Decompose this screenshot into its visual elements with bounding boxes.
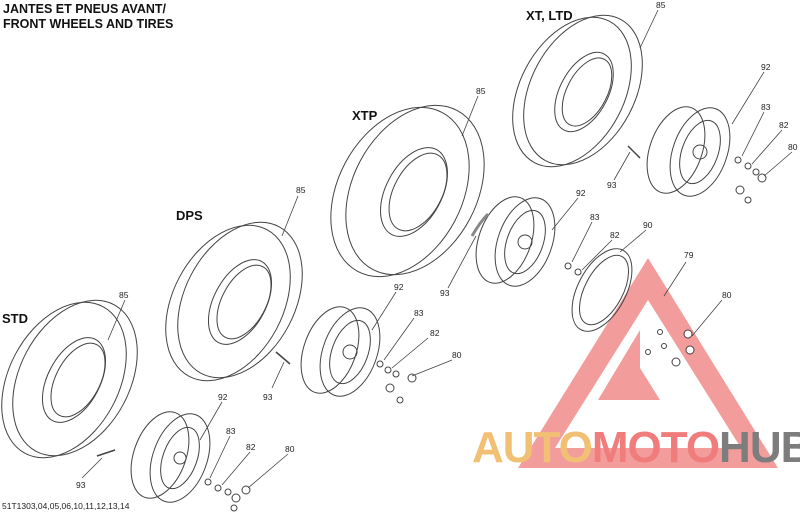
xtp-label-83: 83 [590,212,600,222]
xt-ltd-hardware [734,156,767,204]
xt-ltd-label-80: 80 [788,142,798,152]
title-line-fr: JANTES ET PNEUS AVANT/ [3,2,166,16]
xtp-label-79: 79 [684,250,694,260]
xtp-leader-lines [447,95,723,337]
xt-ltd-valve [627,145,641,159]
dps-tire [165,221,303,382]
xtp-labels: 85 92 83 82 90 79 80 93 [440,86,732,300]
std-label-93: 93 [76,480,86,490]
variant-dps: DPS [176,208,203,223]
variant-xt-ltd: XT, LTD [526,8,573,23]
std-label-80: 80 [285,444,295,454]
std-tire [1,299,138,459]
xt-ltd-leader-lines [613,9,793,181]
watermark-hub: HUB [719,423,800,472]
xtp-beadlock-ring [571,248,633,332]
dps-valve [275,351,291,365]
xtp-label-90: 90 [643,220,653,230]
diagram-title: JANTES ET PNEUS AVANT/ FRONT WHEELS AND … [3,2,173,32]
std-label-83: 83 [226,426,236,436]
watermark-auto: AUTO [472,423,593,472]
xtp-label-82: 82 [610,230,620,240]
std-rim [130,411,211,503]
variant-xtp: XTP [352,108,378,123]
std-hardware [204,478,251,512]
dps-label-85: 85 [296,185,306,195]
xtp-label-85: 85 [476,86,486,96]
xtp-hardware [564,262,695,367]
xt-ltd-label-82: 82 [779,120,789,130]
std-valve [96,449,116,457]
xtp-valve [470,212,490,237]
dps-rim [300,306,381,397]
xt-ltd-labels: 85 92 83 82 80 93 [607,0,798,190]
dps-labels: 85 92 83 82 80 93 [263,185,462,402]
std-labels: 85 92 83 82 80 93 [76,290,295,490]
xt-ltd-label-93: 93 [607,180,617,190]
std-label-82: 82 [246,442,256,452]
std-label-92: 92 [218,392,228,402]
dps-label-92: 92 [394,282,404,292]
xtp-label-92: 92 [576,188,586,198]
dps-label-82: 82 [430,328,440,338]
std-leader-lines [81,299,289,489]
drawing-reference: 51T1303,04,05,06,10,11,12,13,14 [2,501,130,511]
std-label-85: 85 [119,290,129,300]
xtp-label-80: 80 [722,290,732,300]
title-line-en: FRONT WHEELS AND TIRES [3,17,174,31]
xtp-label-93: 93 [440,288,450,298]
xtp-tire [330,104,485,278]
dps-label-83: 83 [414,308,424,318]
dps-label-80: 80 [452,350,462,360]
watermark-triangle [518,258,778,468]
dps-hardware [376,360,417,404]
xt-ltd-label-85: 85 [656,0,666,10]
xt-ltd-rim [646,106,731,197]
watermark-logo: AUTOMOTOHUB [472,426,800,470]
dps-label-93: 93 [263,392,273,402]
variant-std: STD [2,311,28,326]
xt-ltd-tire [512,14,643,168]
xt-ltd-label-83: 83 [761,102,771,112]
watermark-moto: MOTO [591,423,720,472]
xt-ltd-label-92: 92 [761,62,771,72]
dps-leader-lines [271,195,453,389]
xtp-rim [475,196,556,287]
